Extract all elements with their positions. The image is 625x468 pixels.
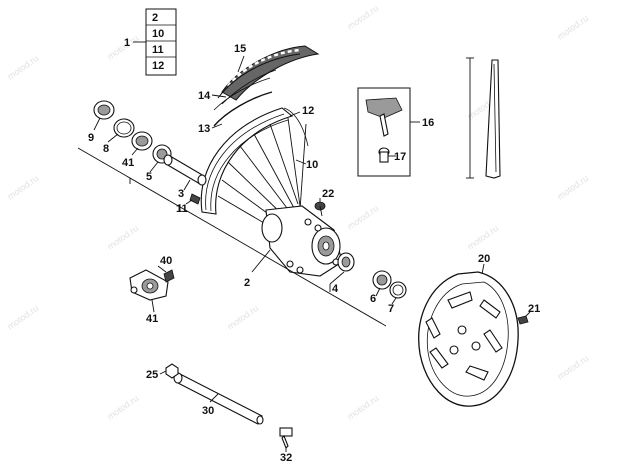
callout-41-top: 41 xyxy=(122,157,134,169)
callout-17: 17 xyxy=(394,151,406,163)
callout-15: 15 xyxy=(234,43,246,55)
callout-13: 13 xyxy=(198,123,210,135)
watermark-text: motod.ru xyxy=(105,223,140,252)
bearing-4 xyxy=(337,252,355,272)
watermark-text: motod.ru xyxy=(555,353,590,382)
callout-22: 22 xyxy=(322,188,334,200)
callout-16: 16 xyxy=(422,117,434,129)
callout-12: 12 xyxy=(302,105,314,117)
callout-21: 21 xyxy=(528,303,540,315)
bolt-21 xyxy=(517,315,529,325)
axis-line xyxy=(77,147,387,327)
watermark-text: motod.ru xyxy=(225,303,260,332)
seal-9 xyxy=(93,100,115,120)
callout-5: 5 xyxy=(146,171,152,183)
callout-10: 10 xyxy=(306,159,318,171)
callout-32: 32 xyxy=(280,452,292,464)
spacer-tube xyxy=(163,154,207,186)
nut-25 xyxy=(165,363,179,379)
rim-band-profile xyxy=(466,57,501,179)
valve-nut-11 xyxy=(189,193,201,205)
callout-20: 20 xyxy=(478,253,490,265)
brake-disc xyxy=(418,271,519,407)
valve-box xyxy=(357,87,411,177)
callout-2: 2 xyxy=(244,277,250,289)
callout-40: 40 xyxy=(160,255,172,267)
kit-item-12: 12 xyxy=(152,60,164,72)
kit-item-10: 10 xyxy=(152,28,164,40)
watermark-text: motod.ru xyxy=(5,173,40,202)
tyre-section xyxy=(213,45,320,127)
callout-1: 1 xyxy=(124,37,130,49)
watermark-text: motod.ru xyxy=(555,173,590,202)
bolt-22 xyxy=(314,201,326,217)
hub xyxy=(261,205,343,277)
watermark-text: motod.ru xyxy=(345,393,380,422)
callout-30: 30 xyxy=(202,405,214,417)
kit-item-2: 2 xyxy=(152,12,158,24)
watermark-text: motod.ru xyxy=(345,3,380,32)
callout-9: 9 xyxy=(88,132,94,144)
callout-7: 7 xyxy=(388,303,394,315)
watermark-text: motod.ru xyxy=(345,203,380,232)
callout-25: 25 xyxy=(146,369,158,381)
kit-bracket: 1 2 10 11 12 xyxy=(124,8,177,76)
watermark-text: motod.ru xyxy=(105,393,140,422)
watermark-text: motod.ru xyxy=(555,13,590,42)
bolt-32 xyxy=(279,427,293,449)
rim xyxy=(200,107,309,215)
callout-3: 3 xyxy=(178,188,184,200)
bearing-6 xyxy=(372,270,392,290)
callout-6: 6 xyxy=(370,293,376,305)
watermark-text: motod.ru xyxy=(105,33,140,62)
callout-14: 14 xyxy=(198,90,211,102)
callout-8: 8 xyxy=(103,143,109,155)
axle xyxy=(173,372,264,425)
watermark-text: motod.ru xyxy=(5,53,40,82)
speedo-drive xyxy=(129,269,175,301)
seal-7 xyxy=(389,281,407,299)
ring-8 xyxy=(113,118,135,138)
ring-41-left xyxy=(131,131,153,151)
watermark-text: motod.ru xyxy=(5,303,40,332)
watermark-text: motod.ru xyxy=(465,223,500,252)
callout-4: 4 xyxy=(332,283,339,295)
callout-11: 11 xyxy=(176,203,188,215)
callout-41-bottom: 41 xyxy=(146,313,158,325)
kit-item-11: 11 xyxy=(152,44,164,56)
